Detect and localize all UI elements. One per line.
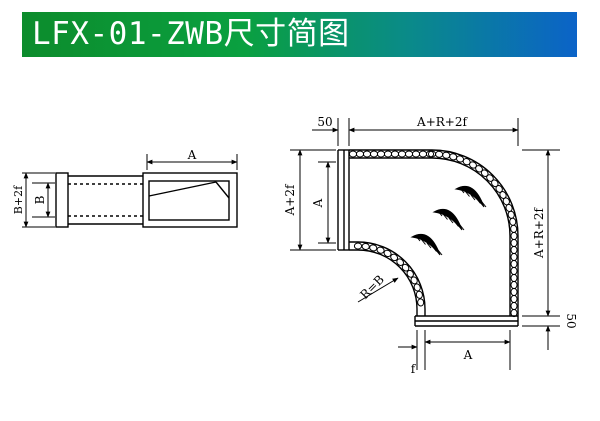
elbow-dim-a-bottom: A — [463, 348, 473, 362]
lining-loop — [369, 244, 378, 252]
lining-loop — [397, 150, 407, 158]
lining-loop — [362, 150, 372, 158]
lining-loop — [369, 150, 379, 158]
guide-vane-hatch — [465, 191, 470, 197]
guide-vane-hatch — [459, 224, 465, 231]
lining-loop — [510, 238, 518, 248]
elbow-dim-arr2f-top: A+R+2f — [416, 115, 468, 129]
page-title: LFX-01-ZWB尺寸简图 — [32, 16, 350, 52]
guide-vane-hatch — [448, 217, 454, 224]
lining-loop — [353, 242, 363, 250]
guide-vane-hatch — [421, 239, 426, 245]
side-outlet-box — [142, 172, 238, 228]
elbow-dim-50-right: 50 — [564, 313, 578, 328]
elbow-dim-50-top: 50 — [317, 115, 332, 129]
guide-vane-hatch — [426, 242, 432, 249]
lining-loop — [413, 283, 421, 292]
lining-loop — [390, 150, 400, 158]
lining-loop — [509, 217, 517, 226]
side-dim-b: B — [33, 195, 47, 204]
lining-loop — [510, 301, 518, 311]
guide-vane — [410, 233, 441, 256]
elbow-lining — [348, 150, 518, 318]
side-view — [22, 154, 238, 228]
lining-loop — [510, 224, 518, 233]
lining-loop — [510, 266, 518, 276]
side-flange — [55, 172, 69, 228]
guide-vane — [454, 185, 485, 208]
guide-vane-hatch — [437, 210, 443, 217]
guide-vane-hatch — [437, 249, 443, 256]
elbow-dim-a2f: A+2f — [283, 183, 297, 216]
lining-loop — [510, 294, 518, 304]
lining-loop — [376, 150, 386, 158]
lining-loop — [376, 246, 385, 254]
guide-vane-hatch — [476, 198, 481, 204]
side-dim-b2f: B+2f — [12, 185, 25, 214]
guide-vane — [432, 208, 463, 231]
lining-loop — [348, 150, 358, 158]
lining-loop — [417, 298, 425, 307]
lining-loop — [406, 269, 414, 278]
lining-loop — [510, 259, 518, 269]
lining-loop — [396, 258, 404, 266]
lining-loop — [390, 253, 399, 262]
elbow-dim-arr2f-right: A+R+2f — [532, 207, 546, 259]
guide-vane-hatch — [443, 214, 448, 220]
lining-loop — [418, 150, 428, 158]
lining-loop — [383, 150, 393, 158]
lining-loop — [383, 249, 392, 258]
lining-loop — [401, 263, 410, 272]
lining-loop — [411, 150, 421, 158]
side-dim-a: A — [187, 148, 197, 162]
lining-loop — [510, 287, 518, 297]
lining-loop — [355, 150, 365, 158]
lining-loop — [510, 273, 518, 283]
lining-loop — [510, 252, 518, 262]
lining-loop — [415, 290, 423, 299]
lining-loop — [404, 150, 414, 158]
guide-vane-hatch — [415, 235, 421, 242]
guide-vane-hatch — [459, 187, 465, 194]
elbow-dim-a-left: A — [311, 198, 325, 208]
lining-loop — [510, 231, 518, 241]
guide-vane-hatch — [454, 221, 459, 227]
lining-loop — [410, 276, 418, 285]
guide-vanes — [410, 185, 487, 256]
guide-vane-hatch — [470, 194, 476, 201]
lining-loop — [510, 308, 518, 318]
title-bar: LFX-01-ZWB尺寸简图 — [22, 12, 577, 57]
guide-vane-hatch — [481, 201, 487, 208]
elbow-view — [290, 118, 560, 370]
guide-vane-hatch — [432, 246, 437, 252]
lining-loop — [510, 245, 518, 255]
lining-loop — [361, 242, 370, 250]
lining-loop — [435, 150, 444, 158]
side-outlet-inner — [148, 180, 230, 221]
lining-loop — [442, 151, 451, 159]
lining-loop — [510, 280, 518, 290]
elbow-dim-f: f — [411, 362, 417, 376]
